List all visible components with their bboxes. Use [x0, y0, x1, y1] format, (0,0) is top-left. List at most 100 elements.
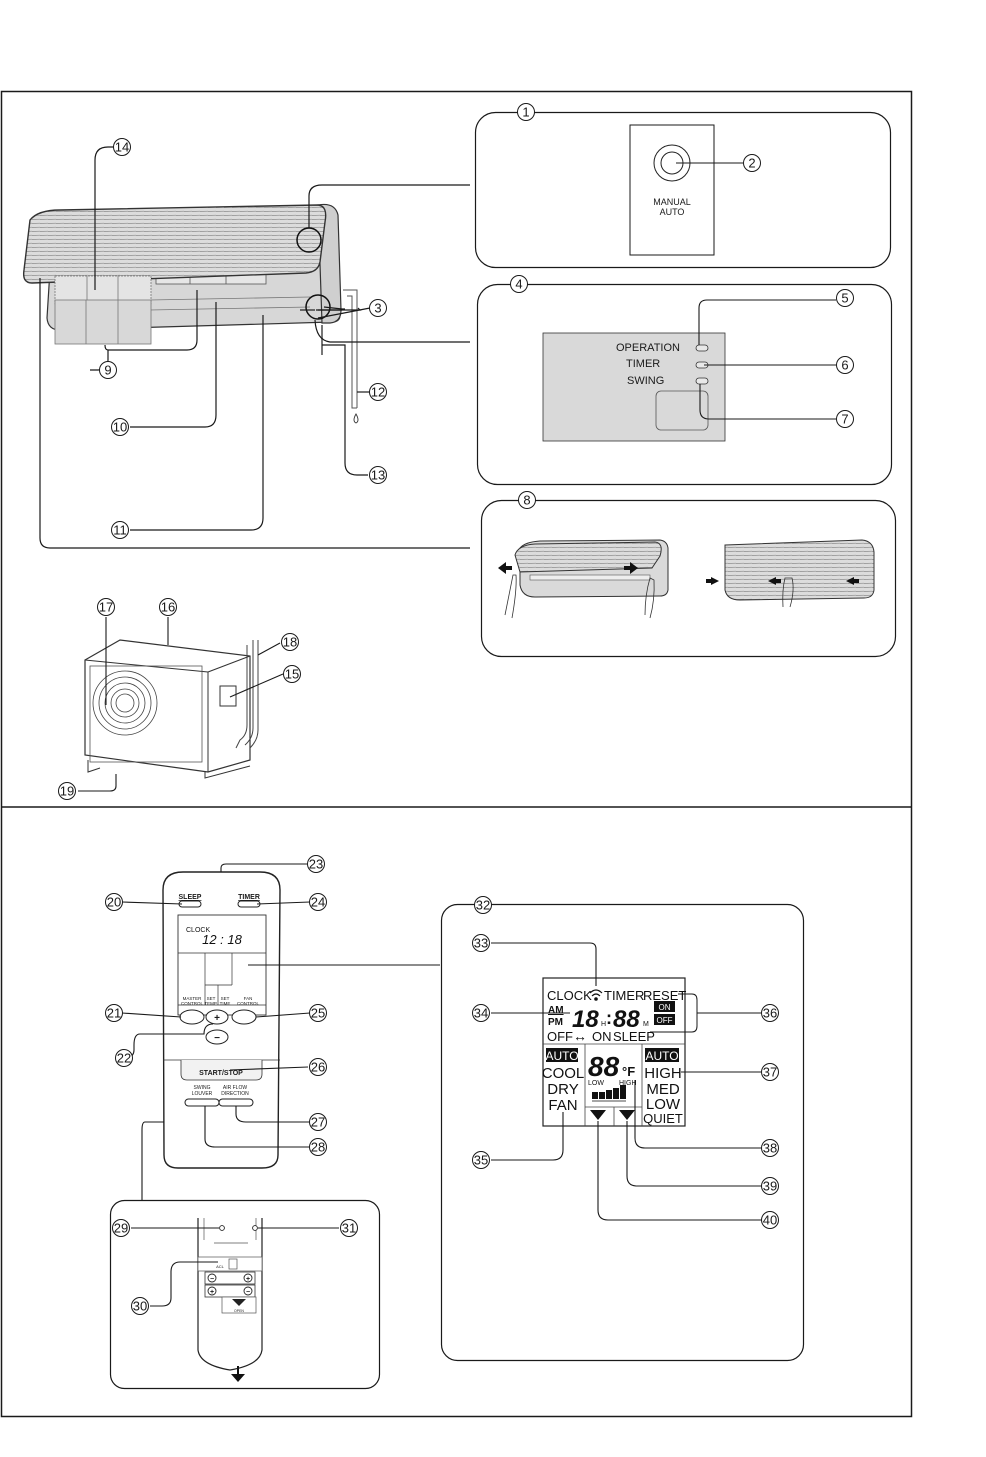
mode-auto-badge [546, 1048, 578, 1062]
test-button[interactable] [252, 1225, 258, 1231]
callout-circle [472, 934, 490, 952]
callout-number: 12 [371, 385, 385, 400]
callout-number: 26 [311, 1060, 325, 1075]
swing-louver-label: SWING [194, 1085, 211, 1091]
mode-auto: AUTO [545, 1049, 578, 1063]
callout-28: 28 [309, 1138, 327, 1156]
callout-6: 6 [836, 356, 854, 374]
timer-button[interactable] [237, 900, 261, 908]
callout-circle [836, 410, 854, 428]
off-badge-label: OFF [657, 1016, 673, 1025]
callout-number: 28 [311, 1140, 325, 1155]
callout-number: 27 [311, 1115, 325, 1130]
callout-22: 22 [115, 1049, 133, 1067]
lcd-reset-label: RESET [643, 988, 686, 1003]
callout-number: 6 [841, 358, 848, 373]
fan-auto-badge [645, 1048, 679, 1062]
callout-circle [307, 855, 325, 873]
air-flow-label: DIRECTION [221, 1091, 249, 1097]
callout-12: 12 [369, 383, 387, 401]
callout-9: 9 [99, 361, 117, 379]
fan-speed-quiet: QUIET [643, 1111, 683, 1126]
callout-1: 1 [517, 103, 535, 121]
callout-25: 25 [309, 1004, 327, 1022]
callout-circle [517, 103, 535, 121]
callout-number: 3 [374, 301, 381, 316]
indoor-unit [22, 203, 359, 424]
callout-38: 38 [761, 1139, 779, 1157]
callout-17: 17 [97, 598, 115, 616]
temperature-unit: °F [622, 1064, 635, 1079]
transmit-signal-icon [589, 989, 603, 1001]
callout-circle [836, 356, 854, 374]
fan-speed-high: HIGH [644, 1065, 682, 1082]
temp-down-button[interactable] [205, 1029, 229, 1045]
battery [204, 1271, 256, 1285]
callout-number: 14 [115, 140, 129, 155]
lcd-minutes: 88 [613, 1006, 640, 1033]
sleep-button[interactable] [178, 900, 202, 908]
callout-number: 21 [107, 1006, 121, 1021]
swing-louver-button[interactable] [184, 1098, 220, 1107]
callout-circle [743, 154, 761, 172]
temp-up-button[interactable] [205, 1009, 229, 1025]
callout-circle [761, 1063, 779, 1081]
callout-circle [369, 383, 387, 401]
callout-circle [472, 1151, 490, 1169]
master-control-label: MASTER [183, 996, 203, 1001]
callout-circle [369, 299, 387, 317]
callout-number: 8 [523, 493, 530, 508]
callout-number: 17 [99, 600, 113, 615]
swing-label: SWING [627, 375, 664, 387]
callout-circle [112, 1219, 130, 1237]
callout-number: 37 [763, 1065, 777, 1080]
set-time-label: SET [221, 996, 230, 1001]
master-control-button[interactable] [179, 1009, 205, 1025]
minus-terminal-icon [243, 1286, 253, 1296]
callout-circle [309, 893, 327, 911]
callout-3: 3 [369, 299, 387, 317]
plus-terminal-icon [243, 1273, 253, 1283]
callout-markers: 1234567891011121314151617181920212223242… [58, 103, 854, 1315]
lcd-high-label: HIGH [619, 1080, 637, 1087]
callout-circle [111, 418, 129, 436]
set-time-label: TIME [220, 1001, 231, 1006]
fan-speed-auto: AUTO [645, 1049, 678, 1063]
callout-circle [113, 138, 131, 156]
callout-number: 16 [161, 600, 175, 615]
fan-control-label: CONTROL [237, 1001, 259, 1006]
swing-led [695, 377, 709, 385]
callout-number: 18 [283, 635, 297, 650]
callout-circle [761, 1004, 779, 1022]
fan-control-button[interactable] [231, 1009, 257, 1025]
plus-icon: + [214, 1013, 220, 1024]
minus-icon: − [214, 1033, 220, 1044]
callout-13: 13 [369, 466, 387, 484]
remote-clock-time: 12 : 18 [202, 932, 243, 947]
callout-31: 31 [340, 1219, 358, 1237]
minus-symbol: − [246, 1289, 250, 1296]
mode-cool: COOL [542, 1065, 585, 1082]
callout-number: 20 [107, 895, 121, 910]
callout-circle [518, 491, 536, 509]
callout-number: 23 [309, 857, 323, 872]
callout-number: 22 [117, 1051, 131, 1066]
callout-number: 33 [474, 936, 488, 951]
air-flow-direction-button[interactable] [218, 1098, 254, 1107]
reset-button[interactable] [219, 1225, 225, 1231]
hand-icon [504, 574, 517, 619]
callout-number: 34 [474, 1006, 488, 1021]
outdoor-leaders [78, 617, 284, 792]
callout-number: 5 [841, 291, 848, 306]
callout-circle [97, 598, 115, 616]
outdoor-unit [84, 639, 259, 779]
pm-indicator: PM [548, 1017, 563, 1028]
callout-11: 11 [111, 521, 129, 539]
master-control-label: CONTROL [181, 1001, 203, 1006]
remote-front [162, 871, 281, 1169]
panel-lcd-display [440, 903, 805, 1362]
start-stop-button[interactable] [180, 1060, 263, 1081]
callout-8: 8 [518, 491, 536, 509]
callout-number: 29 [114, 1221, 128, 1236]
minutes-suffix: M [643, 1021, 649, 1028]
